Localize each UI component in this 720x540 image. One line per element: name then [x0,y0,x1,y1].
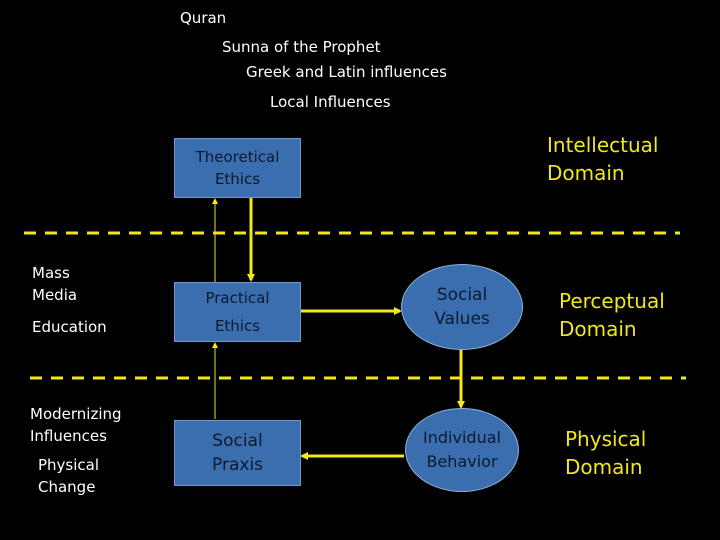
physical-domain-line2: Domain [565,455,643,479]
perceptual-domain-line2: Domain [559,317,637,341]
social-praxis-box: Social Praxis [174,420,301,486]
social-praxis-line1: Social [212,431,263,451]
label-education: Education [32,318,107,336]
practical-ethics-line2: Ethics [214,317,261,335]
social-values-line2: Values [434,309,490,329]
individual-behavior-line1: Individual [423,428,501,447]
label-mass: Mass [32,264,70,282]
physical-domain-line1: Physical [565,427,647,451]
individual-behavior-line2: Behavior [426,452,498,471]
label-physical: Physical [38,456,100,474]
label-modernizing: Modernizing [30,405,122,423]
label-influences: Influences [30,427,107,445]
physical-domain-label: Physical Domain [565,425,646,481]
theoretical-ethics-box: Theoretical Ethics [174,138,301,198]
label-media: Media [32,286,78,304]
theoretical-ethics-line2: Ethics [214,170,261,188]
perceptual-domain-label: Perceptual Domain [559,287,665,343]
perceptual-domain-line1: Perceptual [559,289,665,313]
individual-behavior-ellipse: Individual Behavior [405,408,519,492]
social-values-ellipse: Social Values [401,264,523,350]
source-quran: Quran [180,9,227,27]
source-local: Local Influences [270,93,391,111]
social-praxis-line2: Praxis [212,455,263,475]
social-values-line1: Social [436,285,488,305]
practical-ethics-line1: Practical [205,289,270,307]
source-sunna: Sunna of the Prophet [222,38,381,56]
intellectual-domain-line1: Intellectual [547,133,659,157]
source-greek-latin: Greek and Latin influences [246,63,447,81]
intellectual-domain-label: Intellectual Domain [547,131,658,187]
practical-ethics-box: Practical Ethics [174,282,301,342]
label-change: Change [38,478,96,496]
intellectual-domain-line2: Domain [547,161,625,185]
theoretical-ethics-line1: Theoretical [195,148,280,166]
